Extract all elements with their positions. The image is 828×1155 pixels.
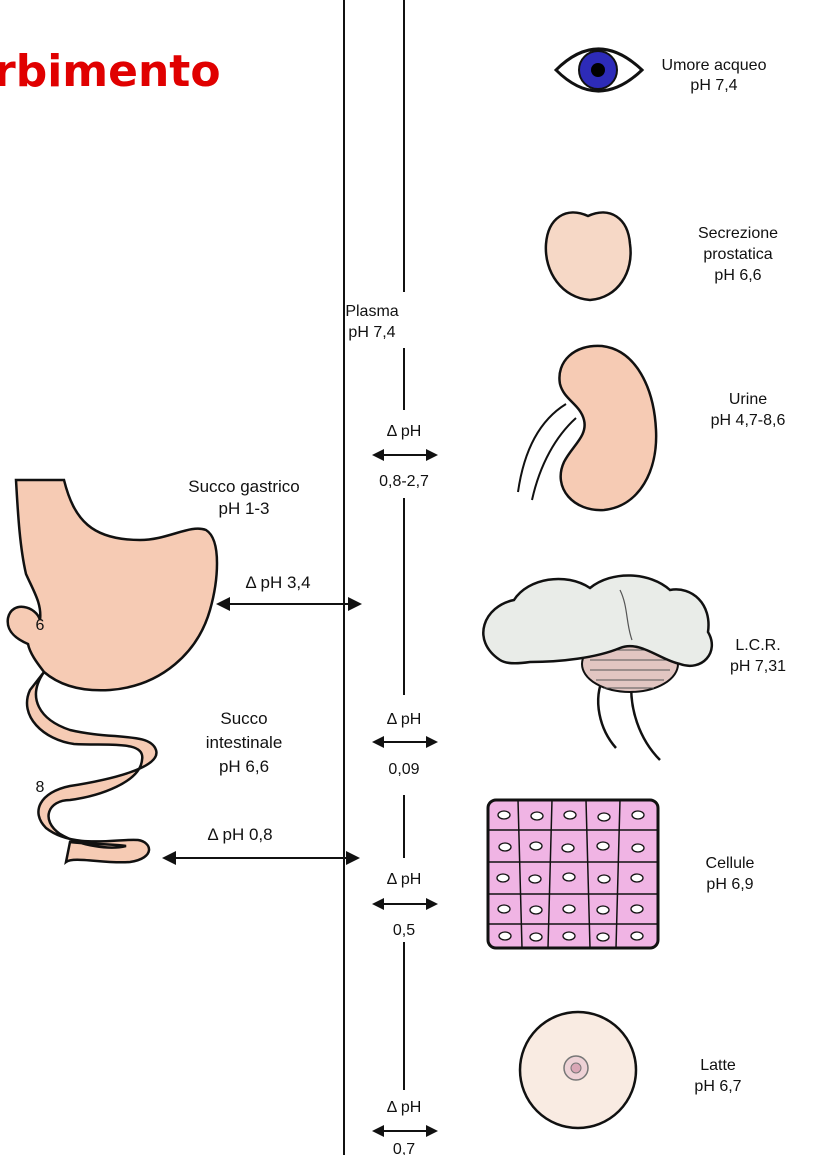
succo-gastrico-ph: pH 1-3 bbox=[218, 499, 269, 518]
delta-latte-label: Δ pH bbox=[387, 1099, 422, 1116]
milk-icon bbox=[520, 1012, 636, 1128]
plasma-ph-label: pH 7,4 bbox=[348, 324, 395, 341]
cells-icon bbox=[488, 800, 658, 948]
delta-intestinale-label: Δ pH 0,8 bbox=[207, 825, 272, 844]
delta-urine-value: 0,8-2,7 bbox=[379, 473, 429, 490]
kidney-icon bbox=[518, 346, 656, 510]
delta-cellule-label: Δ pH bbox=[387, 871, 422, 888]
delta-cellule: Δ pH 0,5 bbox=[372, 871, 438, 939]
urine-ph: pH 4,7-8,6 bbox=[711, 412, 786, 429]
lcr-label: L.C.R. bbox=[735, 637, 780, 654]
succo-intestinale-label-2: intestinale bbox=[206, 733, 283, 752]
prostate-icon bbox=[546, 212, 631, 300]
cellule-ph: pH 6,9 bbox=[706, 876, 753, 893]
membrane-lines bbox=[344, 0, 404, 1155]
delta-lcr-label: Δ pH bbox=[387, 711, 422, 728]
urine-label: Urine bbox=[729, 391, 767, 408]
latte-label: Latte bbox=[700, 1057, 736, 1074]
brain-icon bbox=[483, 575, 712, 760]
eye-icon bbox=[556, 49, 642, 91]
umore-acqueo-ph: pH 7,4 bbox=[690, 77, 737, 94]
delta-gastrico: Δ pH 3,4 bbox=[216, 573, 362, 611]
succo-intestinale-ph: pH 6,6 bbox=[219, 757, 269, 776]
lcr-ph: pH 7,31 bbox=[730, 658, 786, 675]
delta-latte-value: 0,7 bbox=[393, 1141, 415, 1155]
prostate-ph: pH 6,6 bbox=[714, 267, 761, 284]
delta-cellule-value: 0,5 bbox=[393, 922, 415, 939]
delta-gastrico-label: Δ pH 3,4 bbox=[245, 573, 310, 592]
stomach-icon bbox=[8, 480, 217, 690]
intestine-icon bbox=[27, 672, 156, 862]
title-fragment: rbimento bbox=[0, 46, 221, 97]
prostate-label-2: prostatica bbox=[703, 246, 772, 263]
cellule-label: Cellule bbox=[706, 855, 755, 872]
delta-urine-label: Δ pH bbox=[387, 423, 422, 440]
delta-lcr-value: 0,09 bbox=[388, 761, 419, 778]
prostate-label-1: Secrezione bbox=[698, 225, 778, 242]
delta-intestinale: Δ pH 0,8 bbox=[162, 825, 360, 865]
succo-intestinale-label-1: Succo bbox=[220, 709, 267, 728]
delta-lcr: Δ pH 0,09 bbox=[372, 711, 438, 778]
plasma-label: Plasma bbox=[345, 303, 398, 320]
intestine-mark-8: 8 bbox=[36, 779, 45, 796]
latte-ph: pH 6,7 bbox=[694, 1078, 741, 1095]
intestine-mark-6: 6 bbox=[36, 617, 45, 634]
umore-acqueo-label: Umore acqueo bbox=[662, 57, 767, 74]
delta-latte: Δ pH 0,7 bbox=[372, 1099, 438, 1155]
delta-urine: Δ pH 0,8-2,7 bbox=[372, 423, 438, 490]
succo-gastrico-label: Succo gastrico bbox=[188, 477, 300, 496]
